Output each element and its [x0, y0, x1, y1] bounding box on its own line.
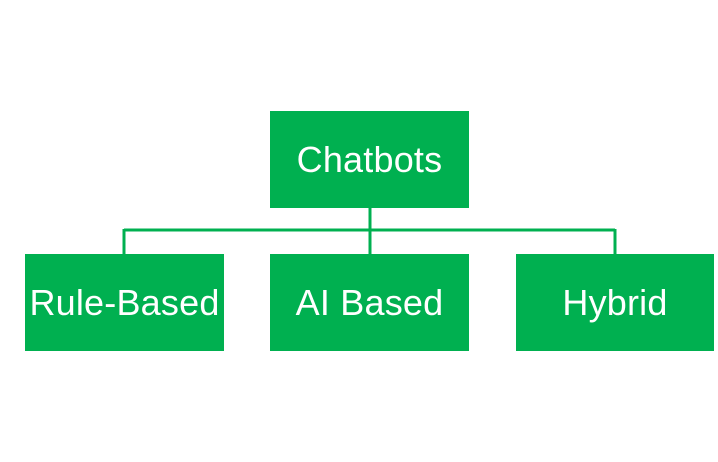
child-node-label: Rule-Based [29, 281, 220, 323]
child-node-label: Hybrid [562, 281, 668, 323]
root-node-chatbots: Chatbots [270, 111, 469, 208]
child-node-hybrid: Hybrid [516, 254, 714, 351]
root-node-label: Chatbots [296, 138, 443, 180]
child-node-rule-based: Rule-Based [25, 254, 224, 351]
child-node-ai-based: AI Based [270, 254, 469, 351]
child-node-label: AI Based [295, 281, 444, 323]
